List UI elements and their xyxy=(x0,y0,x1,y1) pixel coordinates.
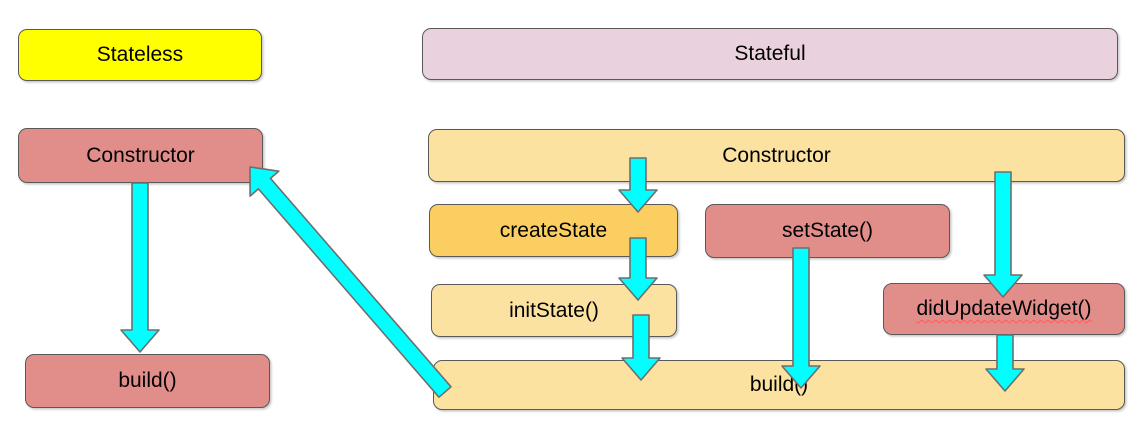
arrow-constructor-to-did-update xyxy=(983,171,1023,298)
node-constructor-stateless: Constructor xyxy=(18,128,263,183)
node-constructor-stateful: Constructor xyxy=(428,129,1125,182)
arrow-constructor-to-build-stateless xyxy=(120,182,160,353)
node-set-state-label: setState() xyxy=(781,219,874,242)
arrow-build-to-stateless-constructor xyxy=(249,166,452,399)
node-set-state: setState() xyxy=(705,204,950,258)
node-create-state-label: createState xyxy=(499,218,608,242)
node-build-stateful-label: build() xyxy=(749,373,809,396)
node-create-state: createState xyxy=(429,204,678,257)
node-build-stateful: build() xyxy=(433,360,1125,410)
node-did-update-widget: didUpdateWidget() xyxy=(883,283,1125,335)
node-build-stateless-label: build() xyxy=(118,369,177,392)
node-stateless-label: Stateless xyxy=(96,43,184,66)
node-stateful: Stateful xyxy=(422,28,1118,80)
node-init-state-label: initState() xyxy=(509,298,599,322)
node-build-stateless: build() xyxy=(25,354,270,408)
node-init-state: initState() xyxy=(431,284,677,337)
node-stateful-label: Stateful xyxy=(734,42,806,65)
node-constructor-stateful-label: Constructor xyxy=(722,143,831,167)
node-did-update-widget-label: didUpdateWidget() xyxy=(916,297,1092,320)
node-stateless: Stateless xyxy=(18,29,262,81)
node-constructor-stateless-label: Constructor xyxy=(86,143,195,167)
